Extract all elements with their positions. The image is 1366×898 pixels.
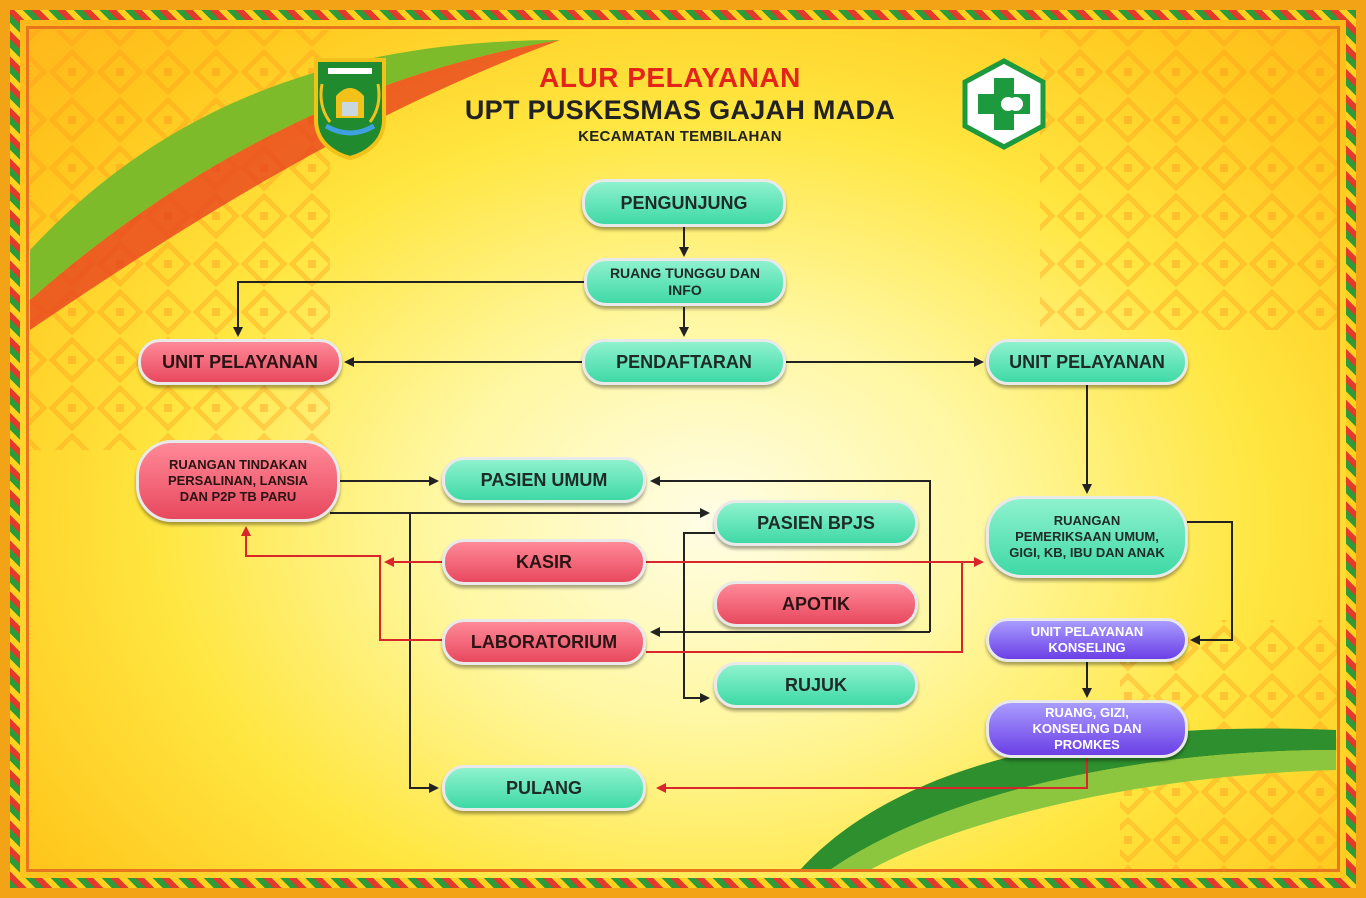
district-name: KECAMATAN TEMBILAHAN [578,128,782,145]
arrow-tindakan-pulang [409,513,439,793]
puskesmas-cross-logo-icon [962,58,1046,150]
node-ruang-gizi: RUANG, GIZI, KONSELING DAN PROMKES [986,700,1188,758]
regency-shield-emblem-icon [314,58,386,160]
node-pulang: PULANG [442,765,646,811]
border-inner [26,26,1340,872]
arrow-bpjs-rujuk [683,532,715,703]
node-pengunjung: PENGUNJUNG [582,179,786,227]
node-apotik: APOTIK [714,581,918,627]
node-pendaftaran: PENDAFTARAN [582,339,786,385]
arrow-pemeriksaan-konseling [1187,521,1233,645]
arrow-back-umum [650,476,931,632]
node-unit-pelayanan-right: UNIT PELAYANAN [986,339,1188,385]
institution-name: UPT PUSKESMAS GAJAH MADA [464,95,896,125]
node-pasien-bpjs: PASIEN BPJS [714,500,918,546]
node-ruangan-pemeriksaan: RUANGAN PEMERIKSAAN UMUM, GIGI, KB, IBU … [986,496,1188,578]
arrow-lab-tindakan [241,526,444,641]
node-unit-konseling: UNIT PELAYANAN KONSELING [986,618,1188,662]
node-pasien-umum: PASIEN UMUM [442,457,646,503]
arrow-ruang-unit-left [233,281,586,337]
page-title: ALUR PELAYANAN [539,62,801,93]
node-unit-pelayanan-left: UNIT PELAYANAN [138,339,342,385]
arrow-gizi-pulang [656,752,1088,793]
arrow-lab-pemeriksaan [646,562,963,653]
node-ruang-tunggu: RUANG TUNGGU DAN INFO [584,258,786,306]
node-laboratorium: LABORATORIUM [442,619,646,665]
node-ruangan-tindakan: RUANGAN TINDAKAN PERSALINAN, LANSIA DAN … [136,440,340,522]
node-kasir: KASIR [442,539,646,585]
node-rujuk: RUJUK [714,662,918,708]
